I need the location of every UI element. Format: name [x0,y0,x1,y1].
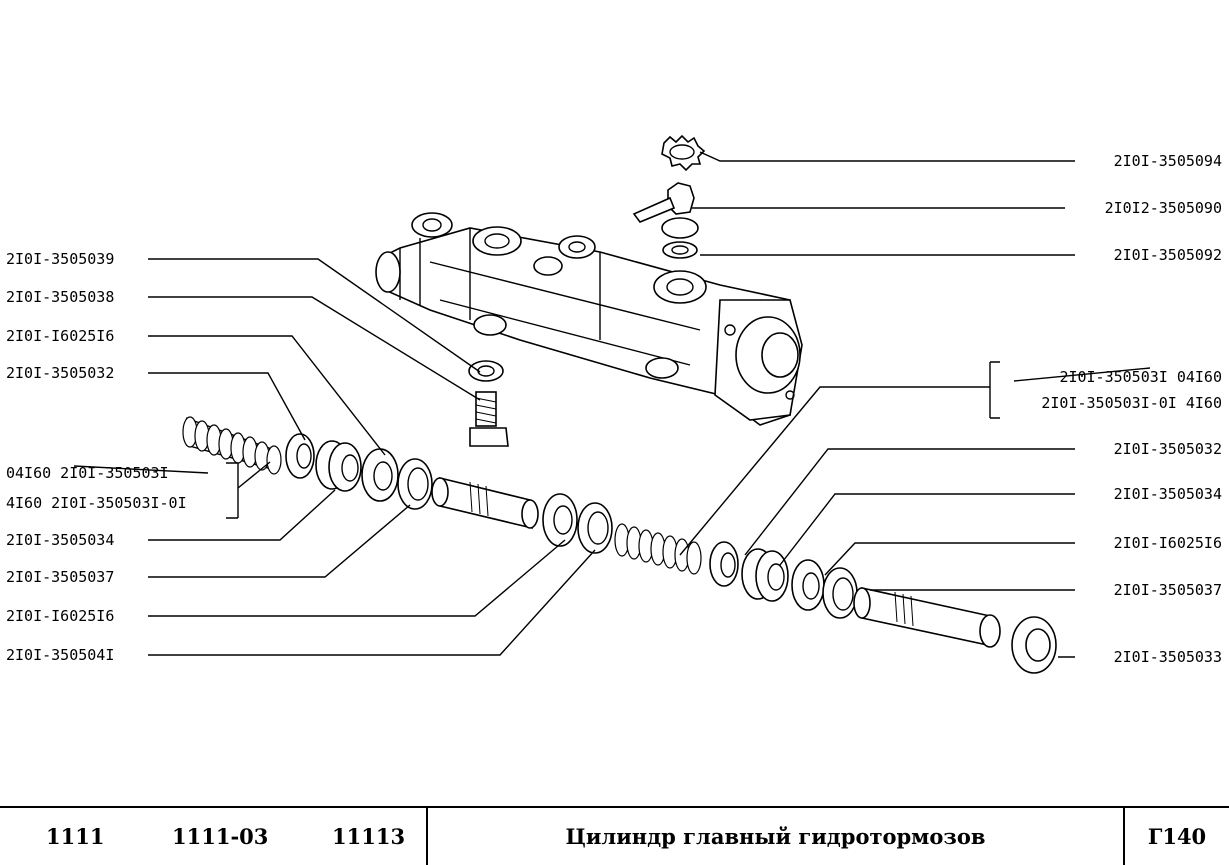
part-label-right-7: 2I0I-I6025I6 [1114,534,1222,552]
part-label-right-1: 2I0I-3505094 [1114,152,1222,170]
cylinder-body [375,212,803,426]
part-label-right-4b: 2I0I-350503I-0I 4I60 [1041,394,1222,412]
part-label-left-2: 2I0I-3505038 [6,288,114,306]
reservoir-parts [632,134,706,259]
part-label-left-5b: 4I60 2I0I-350503I-0I [6,494,187,512]
model-11113: 11113 [332,824,406,849]
part-label-left-1: 2I0I-3505039 [6,250,114,268]
part-label-left-9: 2I0I-350504I [6,646,114,664]
part-label-left-3: 2I0I-I6025I6 [6,327,114,345]
leader-lines [148,151,1075,658]
model-list: 1111 1111-03 11113 [0,808,428,865]
exploded-parts-diagram: 2I0I-3505039 2I0I-3505038 2I0I-I6025I6 2… [6,134,1222,674]
part-label-left-8: 2I0I-I6025I6 [6,607,114,625]
part-label-right-6: 2I0I-3505034 [1114,485,1222,503]
part-label-right-3: 2I0I-3505092 [1114,246,1222,264]
page-code: Г140 [1147,824,1207,849]
title-block: 1111 1111-03 11113 Цилиндр главный гидро… [0,806,1229,865]
model-1111: 1111 [46,824,105,849]
part-label-left-7: 2I0I-3505037 [6,568,114,586]
model-1111-03: 1111-03 [172,824,269,849]
piston-assembly [182,416,1057,674]
part-label-right-9: 2I0I-3505033 [1114,648,1222,666]
outlet-plug [468,360,509,447]
part-label-left-6: 2I0I-3505034 [6,531,114,549]
part-label-right-2: 2I0I2-3505090 [1105,199,1222,217]
part-label-right-4a: 2I0I-350503I 04I60 [1059,368,1222,386]
part-label-right-5: 2I0I-3505032 [1114,440,1222,458]
page-title: Цилиндр главный гидротормозов [428,808,1125,865]
part-label-right-8: 2I0I-3505037 [1114,581,1222,599]
part-label-left-4: 2I0I-3505032 [6,364,114,382]
